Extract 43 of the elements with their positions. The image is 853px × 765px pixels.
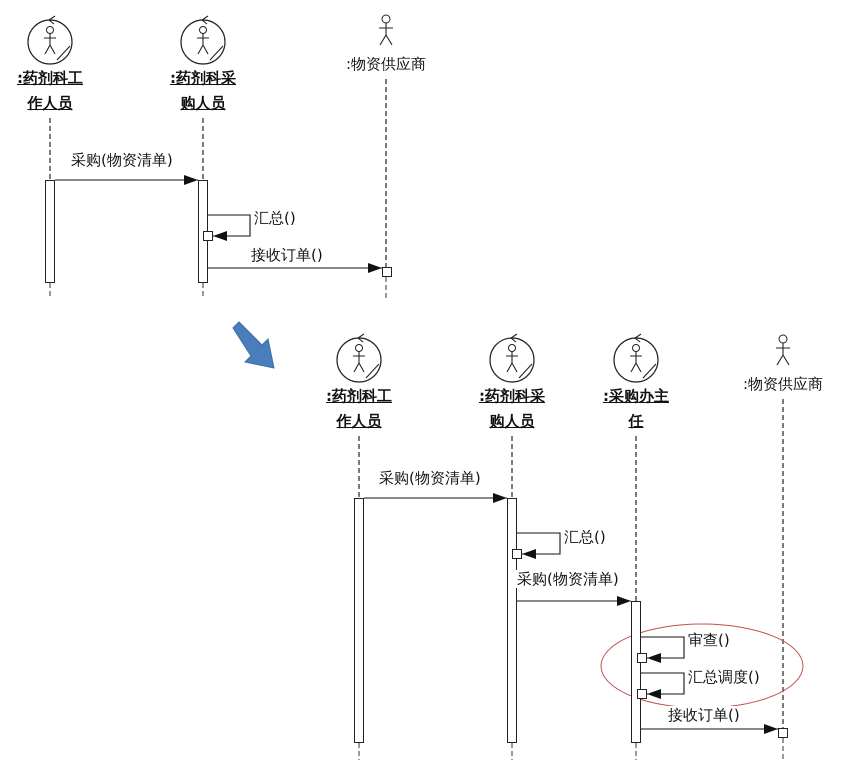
activation-box — [512, 549, 522, 559]
message-label: 审查() — [687, 631, 731, 649]
activation-box — [637, 689, 647, 699]
activation-box — [203, 231, 213, 241]
activation-bar — [45, 180, 55, 283]
message-arrow — [517, 532, 561, 559]
message-arrow — [55, 175, 198, 185]
lifeline — [385, 79, 387, 267]
message-arrow — [517, 596, 631, 606]
lifeline-label: :采购办主任 — [602, 386, 670, 432]
message-label: 采购(物资清单) — [378, 469, 482, 487]
activation-bar — [507, 498, 517, 743]
message-label: 接收订单() — [250, 246, 324, 264]
activation-box — [637, 653, 647, 663]
activation-bar — [354, 498, 364, 743]
lifeline — [635, 436, 637, 601]
message-label: 采购(物资清单) — [70, 151, 174, 169]
lifeline — [511, 436, 513, 498]
activation-box — [778, 728, 788, 738]
message-arrow — [208, 263, 382, 273]
message-arrow — [641, 724, 778, 734]
activation-bar — [198, 180, 208, 283]
message-label: 汇总() — [563, 528, 607, 546]
lifeline-label: :药剂科工作人员 — [16, 68, 84, 114]
lifeline-label: :物资供应商 — [742, 374, 824, 395]
lifeline — [202, 118, 204, 180]
lifeline — [358, 436, 360, 498]
message-arrow — [208, 214, 251, 241]
message-label: 汇总() — [253, 209, 297, 227]
activation-bar — [631, 601, 641, 743]
lifeline-label: :药剂科采购人员 — [478, 386, 546, 432]
message-label: 接收订单() — [667, 706, 741, 724]
message-arrow — [641, 672, 685, 699]
lifeline-label: :药剂科工作人员 — [325, 386, 393, 432]
message-arrow — [364, 493, 507, 503]
message-label: 采购(物资清单) — [516, 570, 620, 588]
message-label: 汇总调度() — [687, 668, 761, 686]
lifeline-label: :药剂科采购人员 — [169, 68, 237, 114]
lifeline-label: :物资供应商 — [344, 54, 428, 75]
lifeline — [49, 118, 51, 180]
activation-box — [382, 267, 392, 277]
lifeline — [782, 399, 784, 728]
message-arrow — [641, 636, 685, 663]
